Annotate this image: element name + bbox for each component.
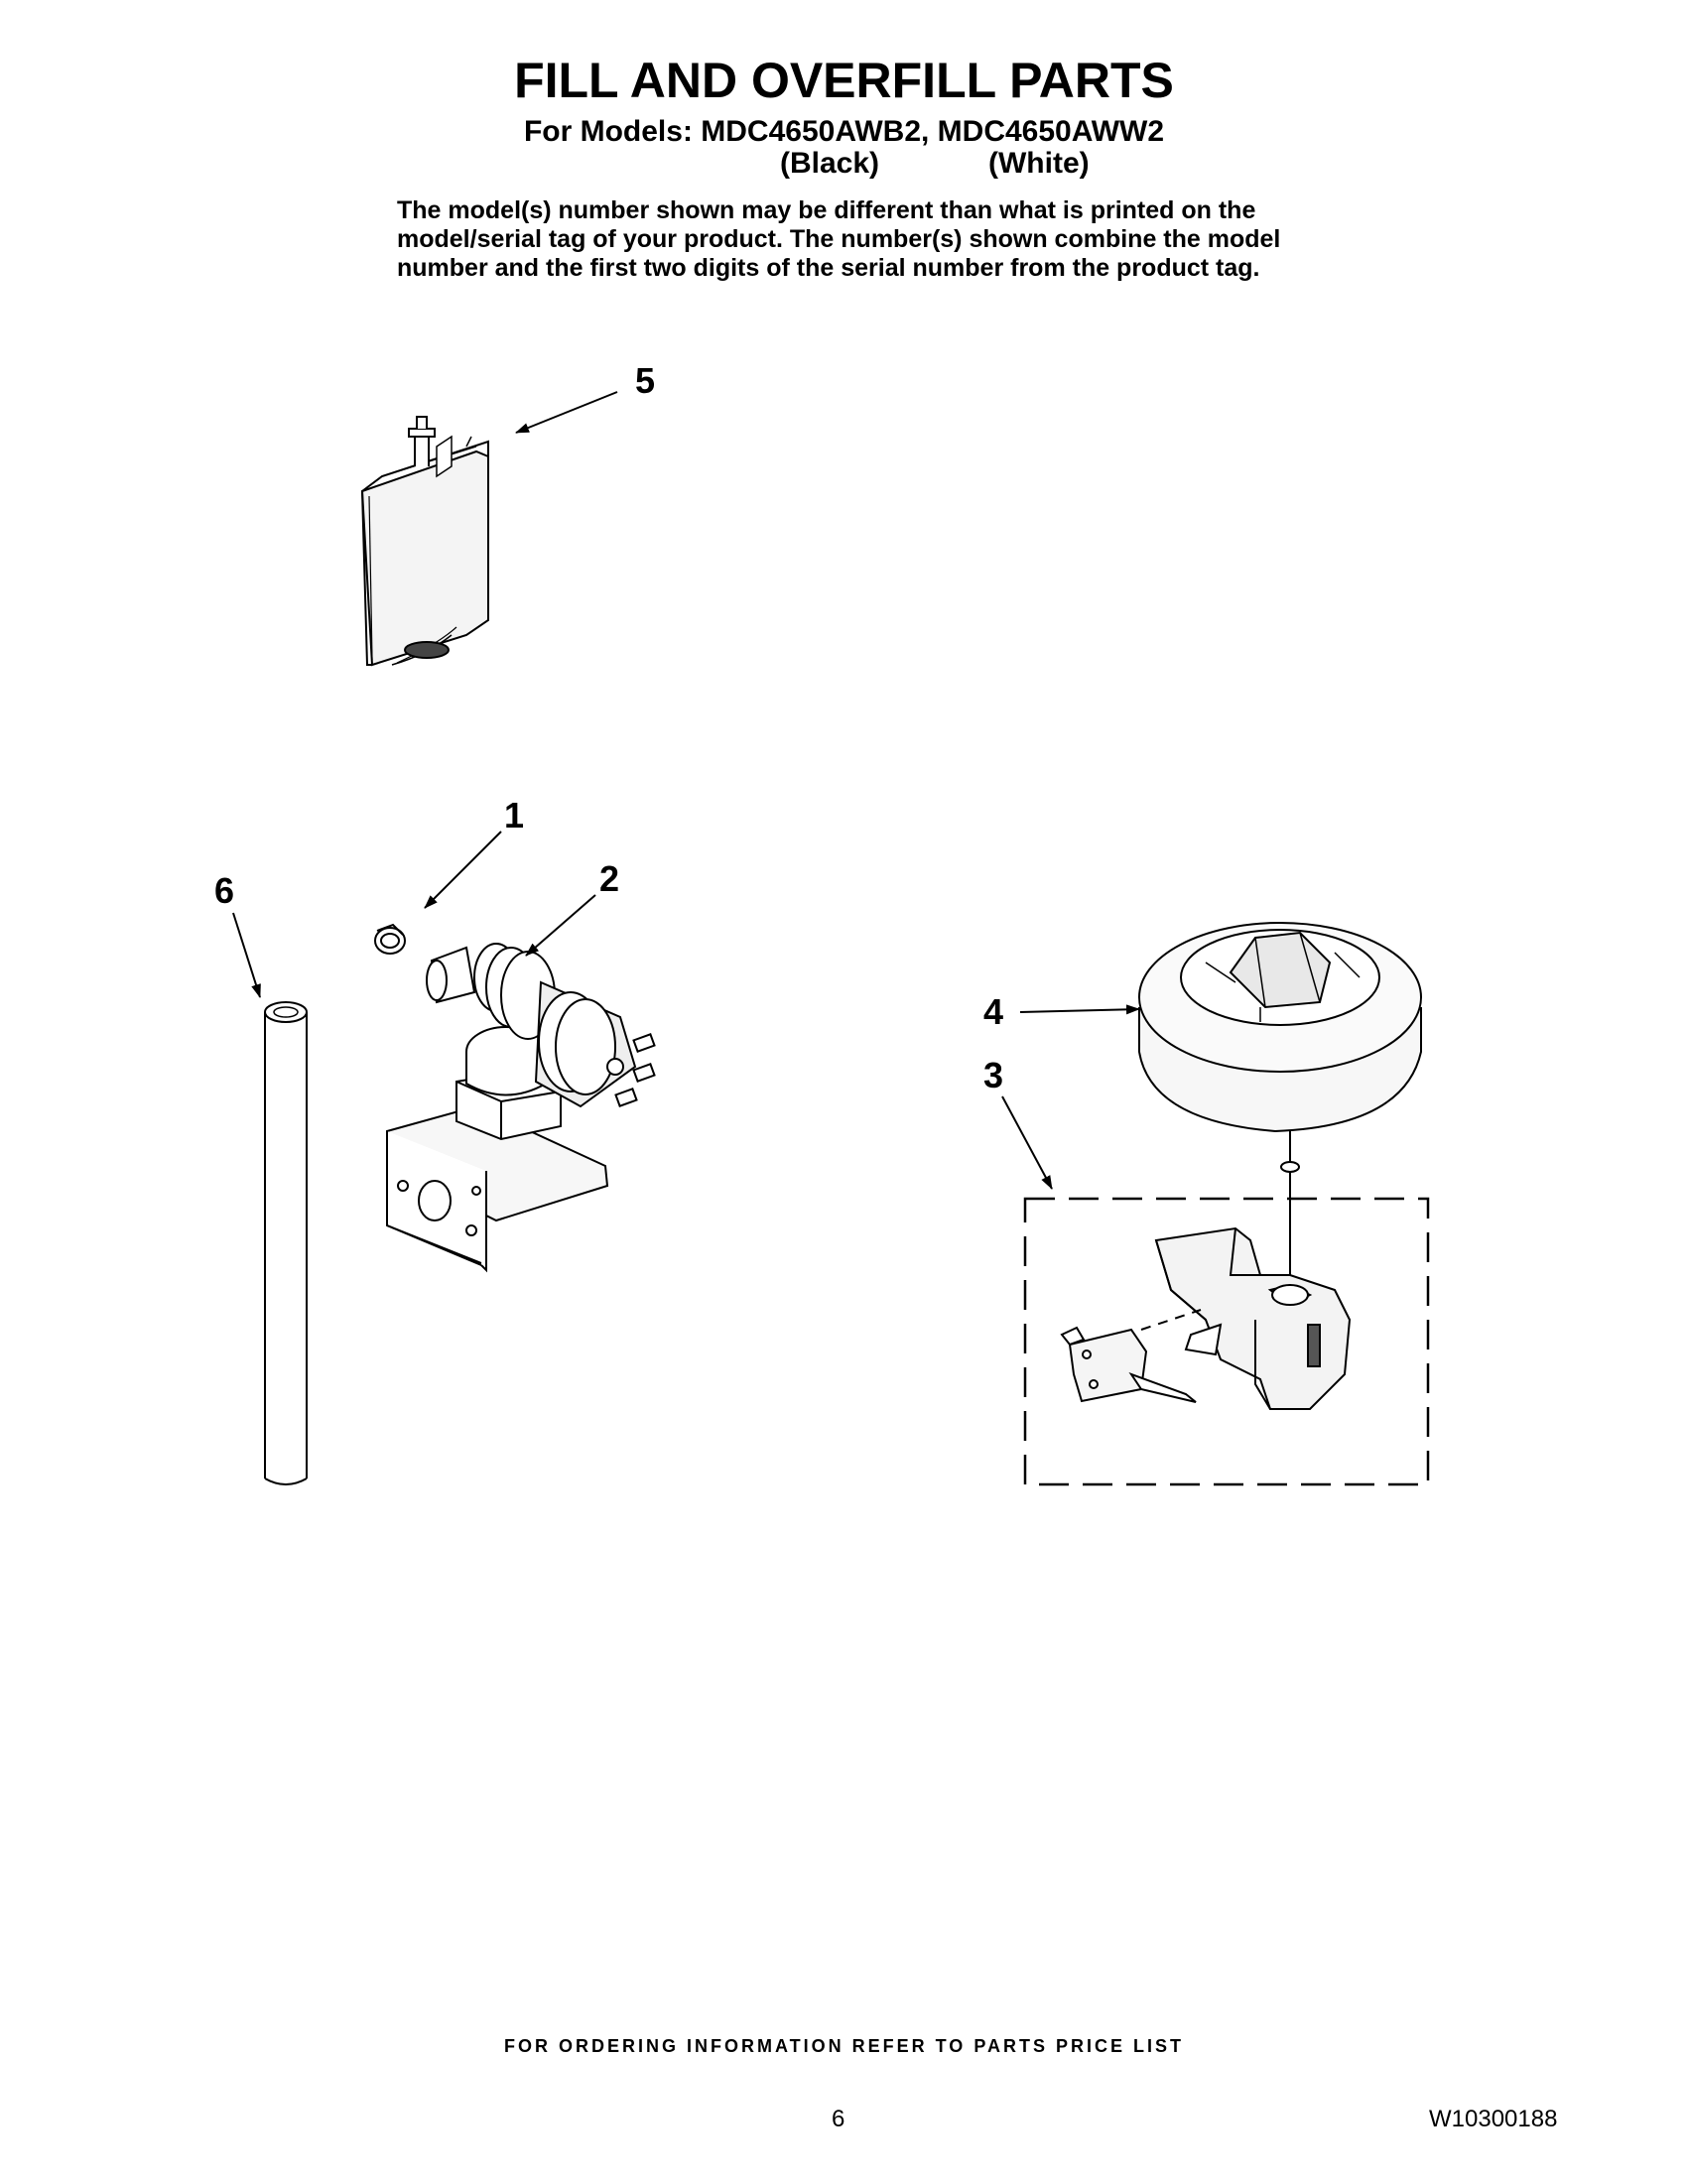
page-title: FILL AND OVERFILL PARTS — [514, 53, 1174, 108]
note-line-2: model/serial tag of your product. The nu… — [397, 225, 1281, 253]
callout-6: 6 — [214, 870, 235, 911]
leader-6 — [232, 912, 261, 998]
model-number-note: The model(s) number shown may be differe… — [397, 196, 1310, 283]
models-line: For Models: MDC4650AWB2, MDC4650AWW2 — [523, 115, 1165, 148]
leader-2 — [525, 894, 596, 957]
page-number: 6 — [832, 2106, 845, 2132]
part-3-assembly-box — [1023, 1197, 1430, 1486]
leader-5 — [515, 391, 618, 434]
callout-4: 4 — [983, 991, 1004, 1032]
part-4-float — [1138, 922, 1422, 1173]
callout-3: 3 — [983, 1055, 1004, 1095]
callout-2: 2 — [599, 858, 620, 899]
color-black-label: (Black) — [780, 147, 880, 180]
note-line-3: number and the first two digits of the s… — [397, 254, 1260, 282]
part-5-fill-funnel — [360, 416, 489, 667]
part-3-float-switch — [1060, 1171, 1352, 1410]
ordering-info: FOR ORDERING INFORMATION REFER TO PARTS … — [503, 2036, 1184, 2056]
callout-1: 1 — [504, 795, 525, 835]
leader-3 — [1001, 1095, 1053, 1190]
part-1-clamp — [374, 923, 406, 955]
callout-5: 5 — [635, 360, 656, 401]
part-2-water-valve — [386, 943, 656, 1273]
leader-4 — [1019, 1004, 1140, 1015]
document-number: W10300188 — [1429, 2106, 1558, 2132]
leader-1 — [424, 831, 502, 909]
note-line-1: The model(s) number shown may be differe… — [397, 196, 1256, 224]
part-6-tube — [264, 1001, 308, 1485]
color-white-label: (White) — [988, 147, 1090, 180]
